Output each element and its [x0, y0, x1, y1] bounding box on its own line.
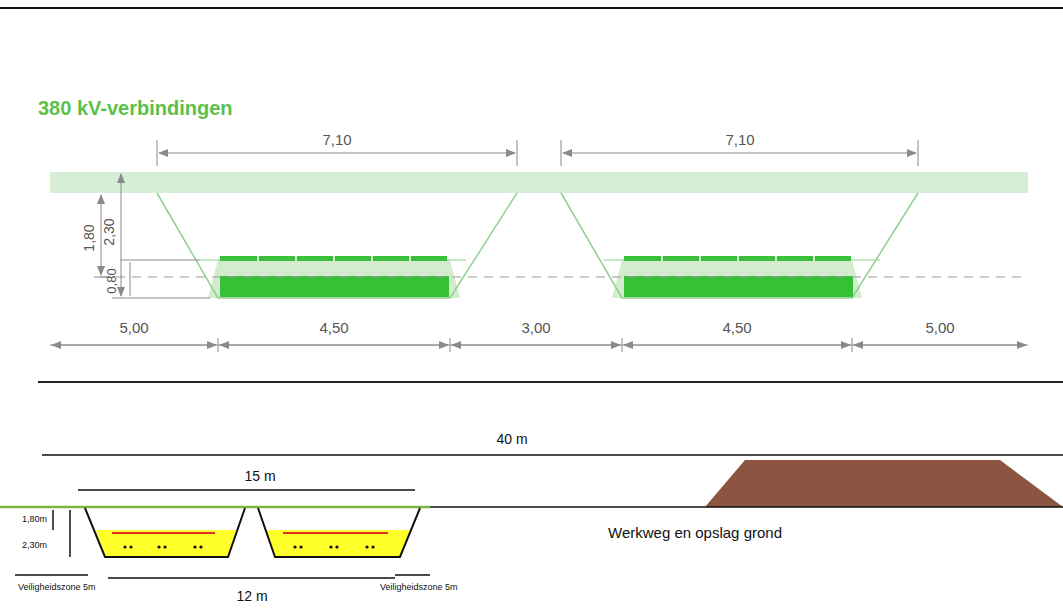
dimension-label: 7,10: [322, 132, 351, 149]
zone-label: Veiligheidszone 5m: [18, 583, 96, 593]
diagram-title: 380 kV-verbindingen: [38, 97, 233, 119]
dimension-label: 4,50: [722, 320, 751, 337]
dimension-label: 2,30m: [22, 541, 47, 551]
dimension-label: 40 m: [496, 432, 527, 447]
zone-label: Veiligheidszone 5m: [380, 583, 458, 593]
dimension-label: 4,50: [319, 320, 348, 337]
trench-bottom: [85, 508, 420, 557]
dimension-label: 1,80m: [22, 515, 47, 525]
dimension-label: 15 m: [244, 469, 275, 484]
trench-top: [157, 193, 517, 298]
dimension-label: 1,80: [82, 224, 97, 251]
dimension-label: 3,00: [521, 320, 550, 337]
dimension-lines: [50, 140, 1028, 352]
dimension-label: 5,00: [925, 320, 954, 337]
soil-heap: [705, 460, 1063, 507]
trench-top: [561, 193, 918, 298]
dimension-label: 12 m: [236, 589, 267, 604]
dimension-label: 7,10: [725, 132, 754, 149]
dimension-label: 5,00: [119, 320, 148, 337]
dimension-label: 2,30: [102, 218, 117, 245]
dimension-label: 0,80: [105, 268, 119, 293]
area-label: Werkweg en opslag grond: [608, 525, 782, 542]
